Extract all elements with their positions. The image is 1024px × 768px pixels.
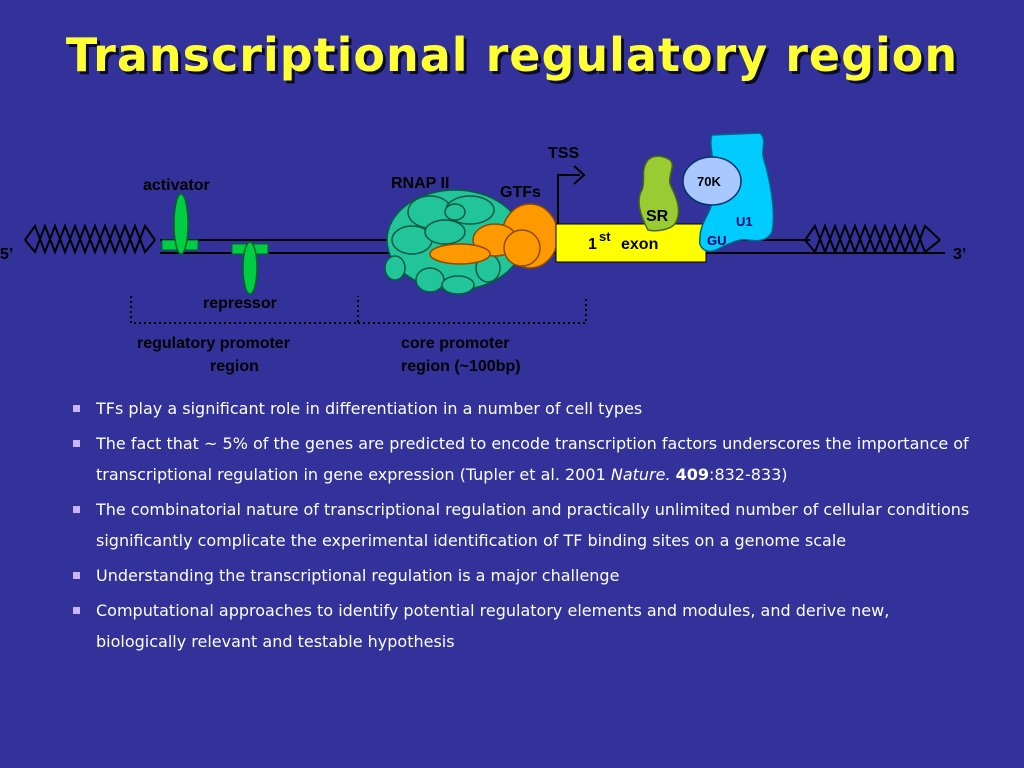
repressor-protein xyxy=(231,241,269,295)
regulatory-promoter-label: regulatory promoter xyxy=(137,335,290,352)
tss-label: TSS xyxy=(548,145,579,162)
bullet-list: TFs play a significant role in different… xyxy=(70,393,970,661)
journal-name: Nature. xyxy=(610,465,671,484)
bullet-item: The combinatorial nature of transcriptio… xyxy=(70,494,970,556)
svg-text:st: st xyxy=(599,229,611,244)
three-prime-label: 3’ xyxy=(953,246,966,263)
five-prime-label: 5’ xyxy=(0,246,13,263)
first-exon: 1 st exon xyxy=(555,223,707,263)
bullet-item: Computational approaches to identify pot… xyxy=(70,595,970,657)
bullet-marker-icon xyxy=(73,405,80,412)
core-promoter-label: core promoter xyxy=(401,335,509,352)
core-promoter-label-line2: region (~100bp) xyxy=(401,358,521,375)
bullet-item: Understanding the transcriptional regula… xyxy=(70,560,970,591)
gene-diagram: 5’ 3’ activator repressor RNAP II GTFs xyxy=(0,132,966,375)
u1-label: U1 xyxy=(736,214,753,229)
sr-label: SR xyxy=(646,208,669,225)
activator-label: activator xyxy=(143,177,210,194)
core-promoter-bracket xyxy=(358,296,587,324)
svg-text:1: 1 xyxy=(588,236,597,253)
bullet-marker-icon xyxy=(73,506,80,513)
tss-arrow xyxy=(557,165,586,238)
bullet-item: The fact that ~ 5% of the genes are pred… xyxy=(70,428,970,490)
gtfs-complex xyxy=(429,203,559,269)
bullet-item: TFs play a significant role in different… xyxy=(70,393,970,424)
slide-title: Transcriptional regulatory region xyxy=(65,28,959,82)
bullet-marker-icon xyxy=(73,572,80,579)
regulatory-promoter-label-line2: region xyxy=(210,358,259,375)
gu-label: GU xyxy=(707,233,727,248)
bullet-marker-icon xyxy=(73,440,80,447)
gtfs-label: GTFs xyxy=(500,184,541,201)
dna-helix-left xyxy=(24,223,156,255)
bullet-marker-icon xyxy=(73,607,80,614)
dna-helix-right xyxy=(804,223,941,255)
repressor-label: repressor xyxy=(203,295,277,312)
rnap-ii-complex xyxy=(384,189,524,295)
protein-70k-label: 70K xyxy=(697,174,721,189)
journal-volume: 409 xyxy=(675,465,710,484)
activator-protein xyxy=(161,193,199,255)
rnap-ii-label: RNAP II xyxy=(391,175,449,192)
regulatory-promoter-bracket xyxy=(130,296,359,324)
sr-protein xyxy=(638,155,680,232)
svg-text:exon: exon xyxy=(621,236,658,253)
protein-70k xyxy=(682,156,742,206)
